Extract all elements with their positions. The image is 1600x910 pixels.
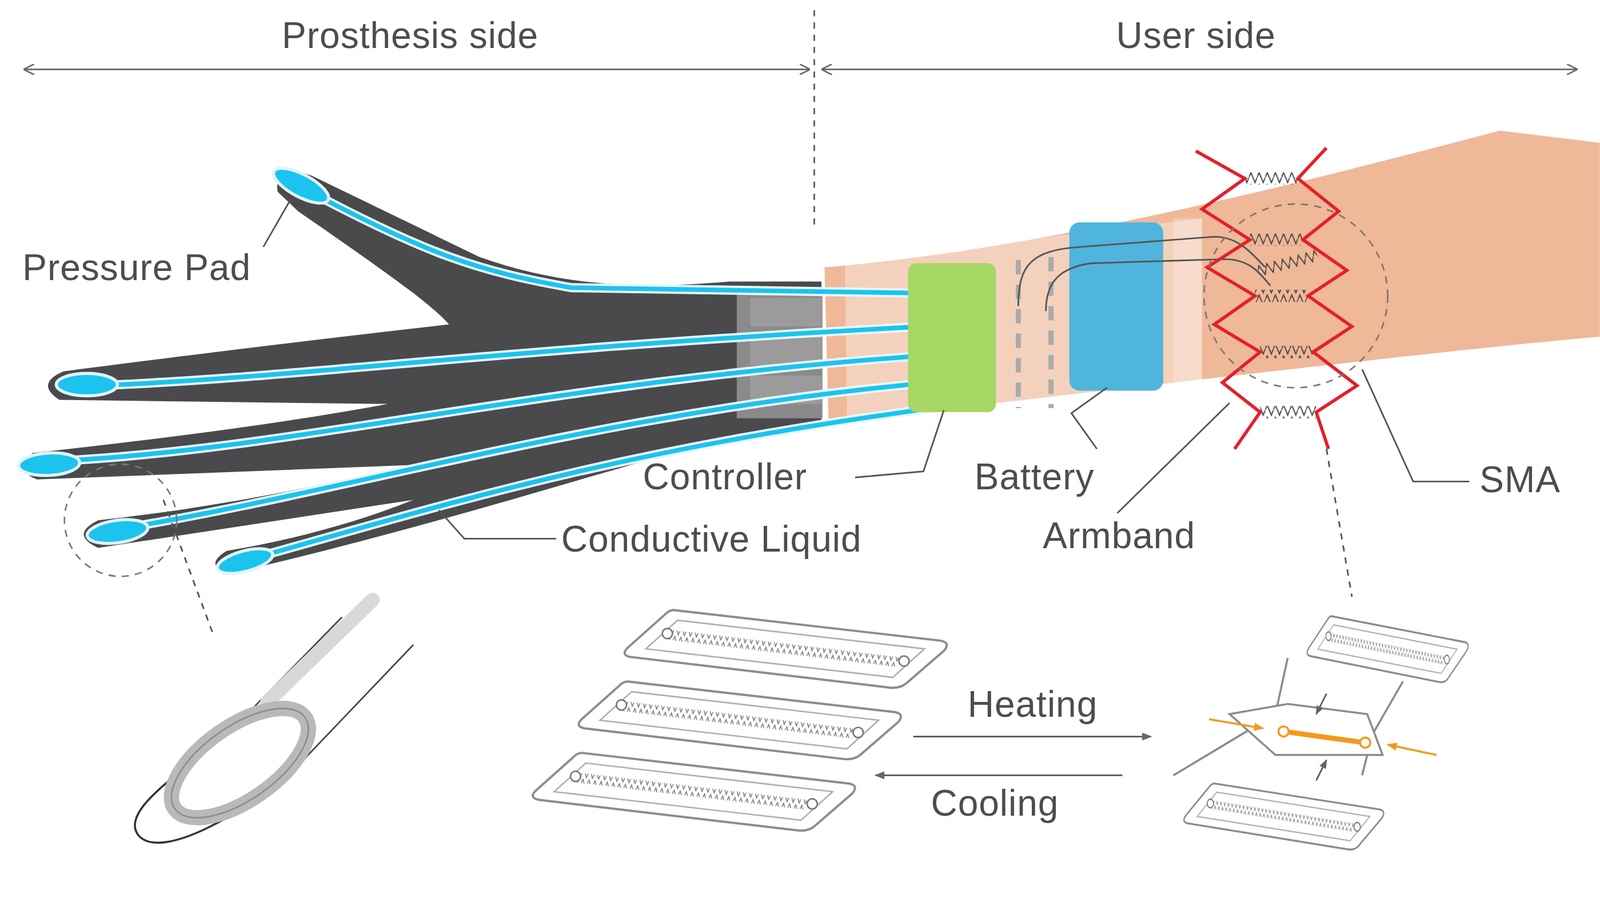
detail-circle <box>64 464 177 577</box>
sma-spring <box>1245 172 1299 185</box>
part-label: SMA <box>1479 461 1561 498</box>
part-label: Conductive Liquid <box>561 520 863 558</box>
battery-module <box>1069 222 1164 391</box>
forearm-skin <box>824 130 1600 422</box>
process-label: Heating <box>967 685 1099 723</box>
sma-frame-contracted <box>1387 744 1438 756</box>
sma-spring <box>1259 405 1316 418</box>
fingertip-sensor <box>134 599 414 843</box>
sma-frame-contracted <box>1316 760 1327 781</box>
detail-circle <box>1203 204 1388 388</box>
sma-wire <box>1195 148 1358 450</box>
sma-frame-contracted <box>1316 693 1327 715</box>
leader-line <box>439 509 557 539</box>
wire <box>1018 236 1266 306</box>
conductive-liquid-channel <box>56 353 964 462</box>
conductive-liquid-channel <box>250 404 965 560</box>
conductive-liquid-channel <box>122 379 964 529</box>
conductive-liquid-channel <box>97 324 965 386</box>
pressure-pad <box>268 161 334 210</box>
sma-frame-contracted <box>1229 703 1383 755</box>
extent-arrows <box>813 10 816 230</box>
leader-line <box>263 198 291 247</box>
leader-line <box>163 500 215 638</box>
sma-spring <box>1255 289 1309 302</box>
leader-line <box>163 198 1470 638</box>
leader-line <box>1071 387 1107 449</box>
conductive-liquid-channel <box>306 189 965 294</box>
extent-arrows <box>24 68 809 71</box>
pressure-pad <box>56 373 118 396</box>
process-arrow <box>875 774 1123 777</box>
conductive-liquid-channel <box>306 189 965 294</box>
sma-frame-contracted <box>1173 616 1469 850</box>
sma-frame-contracted <box>1209 719 1264 729</box>
extent-label: Prosthesis side <box>281 17 539 54</box>
pressure-pad <box>17 161 334 578</box>
wire <box>1018 236 1271 311</box>
part-label: Armband <box>1042 517 1196 554</box>
pressure-pad <box>214 543 276 578</box>
part-label: Controller <box>643 458 808 496</box>
sma-wire <box>1297 148 1358 450</box>
sma-frame-relaxed <box>532 609 947 831</box>
sma-frame-contracted <box>1173 657 1404 776</box>
leader-line <box>1362 369 1470 482</box>
conductive-liquid-channel <box>97 324 965 386</box>
connector-slots <box>1018 257 1051 409</box>
leader-line <box>1326 448 1352 597</box>
part-label: Battery <box>974 458 1095 496</box>
extent-label: User side <box>1115 17 1276 54</box>
wrist-cuff <box>749 297 822 327</box>
part-label: Pressure Pad <box>22 249 251 286</box>
sma-spring <box>1256 249 1319 277</box>
sma-frame-contracted <box>1359 737 1371 748</box>
sma-frame-contracted <box>1183 783 1384 851</box>
armband <box>844 218 1203 422</box>
leader-line <box>1117 403 1230 514</box>
fingertip-sensor <box>153 687 327 840</box>
leader-line <box>855 409 944 478</box>
process-arrow <box>875 736 1152 776</box>
sma-frame-relaxed <box>532 752 856 831</box>
armband <box>844 218 1203 422</box>
conductive-liquid-channel <box>122 379 964 529</box>
conductive-liquid-channel <box>56 189 964 560</box>
extent-arrows <box>822 68 1577 71</box>
conductive-liquid-channel <box>56 189 964 560</box>
sma-spring <box>1259 345 1314 358</box>
sma-frame-relaxed <box>578 681 901 760</box>
controller-module <box>908 262 996 413</box>
sma-spring <box>1250 233 1304 246</box>
connector-slots <box>1048 257 1054 409</box>
sma-frame-relaxed <box>624 609 948 688</box>
conductive-liquid-channel <box>56 189 964 560</box>
process-arrow <box>913 735 1152 738</box>
armband <box>1173 218 1203 409</box>
fingertip-sensor <box>153 687 327 840</box>
pressure-pad <box>17 451 81 478</box>
sma-frame-contracted <box>1278 726 1290 737</box>
sma-frame-contracted <box>1307 616 1469 683</box>
process-label: Cooling <box>930 784 1059 822</box>
fingertip-sensor <box>267 599 373 702</box>
sma-frame-contracted <box>1283 731 1366 744</box>
fingertip-sensor <box>306 644 414 757</box>
pressure-pad <box>85 516 150 548</box>
